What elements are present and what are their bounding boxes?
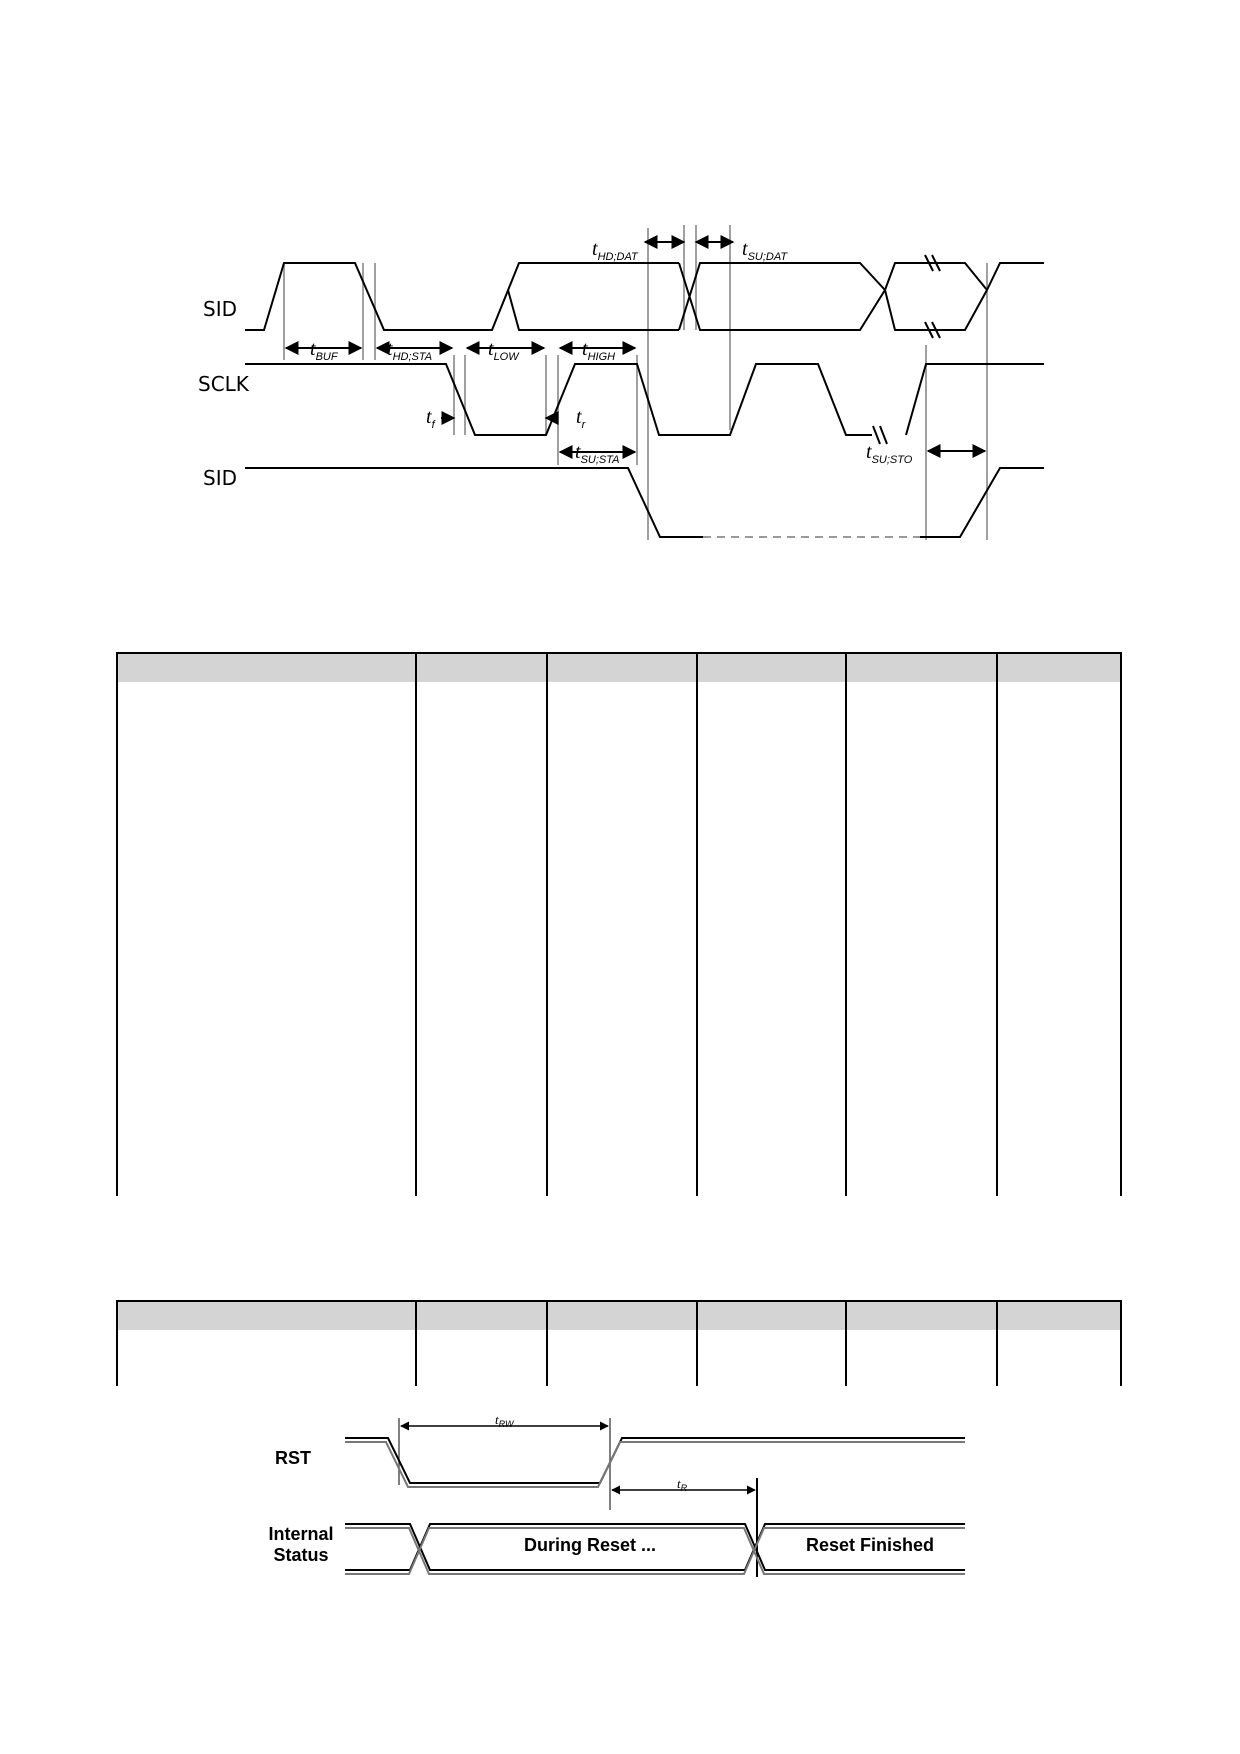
param-high: tHIGH bbox=[582, 338, 615, 363]
table-header-cell bbox=[414, 652, 548, 682]
during-reset-label: During Reset ... bbox=[523, 1535, 657, 1555]
reset-finished-label: Reset Finished bbox=[805, 1535, 935, 1555]
table-header-cell bbox=[116, 652, 417, 682]
i2c-timing-diagram: tHD;DAT tSU;DAT tBUF tHD;STA tLOW tHIGH … bbox=[245, 225, 1044, 540]
table-header-cell bbox=[845, 1300, 998, 1330]
sid-label: SID bbox=[203, 297, 237, 321]
internal-status-label: Internal Status bbox=[258, 1524, 344, 1566]
sid-waveform bbox=[245, 254, 1044, 339]
table-header-cell bbox=[116, 1300, 417, 1330]
param-r: tr bbox=[576, 406, 587, 431]
param-su-sto: tSU;STO bbox=[866, 441, 913, 466]
spec-table-1 bbox=[116, 652, 1123, 1196]
sclk-waveform bbox=[245, 363, 1044, 445]
table-header-row bbox=[116, 1300, 1123, 1330]
table-cell bbox=[545, 1330, 699, 1386]
reset-dimension-arrows bbox=[400, 1421, 756, 1495]
param-su-sta: tSU;STA bbox=[575, 441, 619, 466]
table-cell bbox=[414, 682, 548, 1196]
param-low: tLOW bbox=[488, 338, 520, 363]
table-header-cell bbox=[414, 1300, 548, 1330]
sid-stop-waveform bbox=[245, 467, 1044, 538]
table-cell bbox=[696, 682, 848, 1196]
rst-waveform bbox=[345, 1437, 965, 1484]
table-header-cell bbox=[845, 652, 998, 682]
table-cell bbox=[696, 1330, 848, 1386]
status-waveform-shadow bbox=[345, 1527, 965, 1575]
table-header-cell bbox=[545, 652, 699, 682]
internal-status-line-2: Status bbox=[273, 1545, 329, 1565]
spec-table-2 bbox=[116, 1300, 1123, 1386]
table-cell bbox=[845, 1330, 998, 1386]
table-cell bbox=[116, 1330, 417, 1386]
rst-waveform-shadow bbox=[345, 1441, 965, 1488]
table-header-row bbox=[116, 652, 1123, 682]
table-cell bbox=[414, 1330, 548, 1386]
param-hd-sta: tHD;STA bbox=[387, 338, 432, 363]
param-r-reset: tR bbox=[677, 1476, 688, 1493]
param-rw: tRW bbox=[495, 1412, 515, 1429]
table-header-cell bbox=[696, 652, 848, 682]
param-f: tf bbox=[426, 406, 436, 431]
table-header-cell bbox=[995, 652, 1123, 682]
param-labels: tHD;DAT tSU;DAT tBUF tHD;STA tLOW tHIGH … bbox=[310, 238, 913, 466]
table-header-cell bbox=[696, 1300, 848, 1330]
table-cell bbox=[545, 682, 699, 1196]
sclk-label: SCLK bbox=[198, 372, 249, 396]
rst-guides bbox=[398, 1418, 611, 1510]
table-header-cell bbox=[545, 1300, 699, 1330]
param-buf: tBUF bbox=[310, 338, 339, 363]
status-waveform bbox=[345, 1523, 965, 1571]
rst-label: RST bbox=[275, 1448, 311, 1468]
internal-status-line-1: Internal bbox=[268, 1524, 334, 1544]
table-cell bbox=[845, 682, 998, 1196]
param-su-dat: tSU;DAT bbox=[742, 238, 788, 263]
table-cell bbox=[116, 682, 417, 1196]
table-row bbox=[116, 1330, 1123, 1386]
param-hd-dat: tHD;DAT bbox=[592, 238, 639, 263]
dimension-arrows bbox=[284, 235, 987, 459]
table-row bbox=[116, 682, 1123, 1196]
table-header-cell bbox=[995, 1300, 1123, 1330]
table-cell bbox=[995, 682, 1123, 1196]
table-cell bbox=[995, 1330, 1123, 1386]
sid-stop-label: SID bbox=[203, 466, 237, 490]
